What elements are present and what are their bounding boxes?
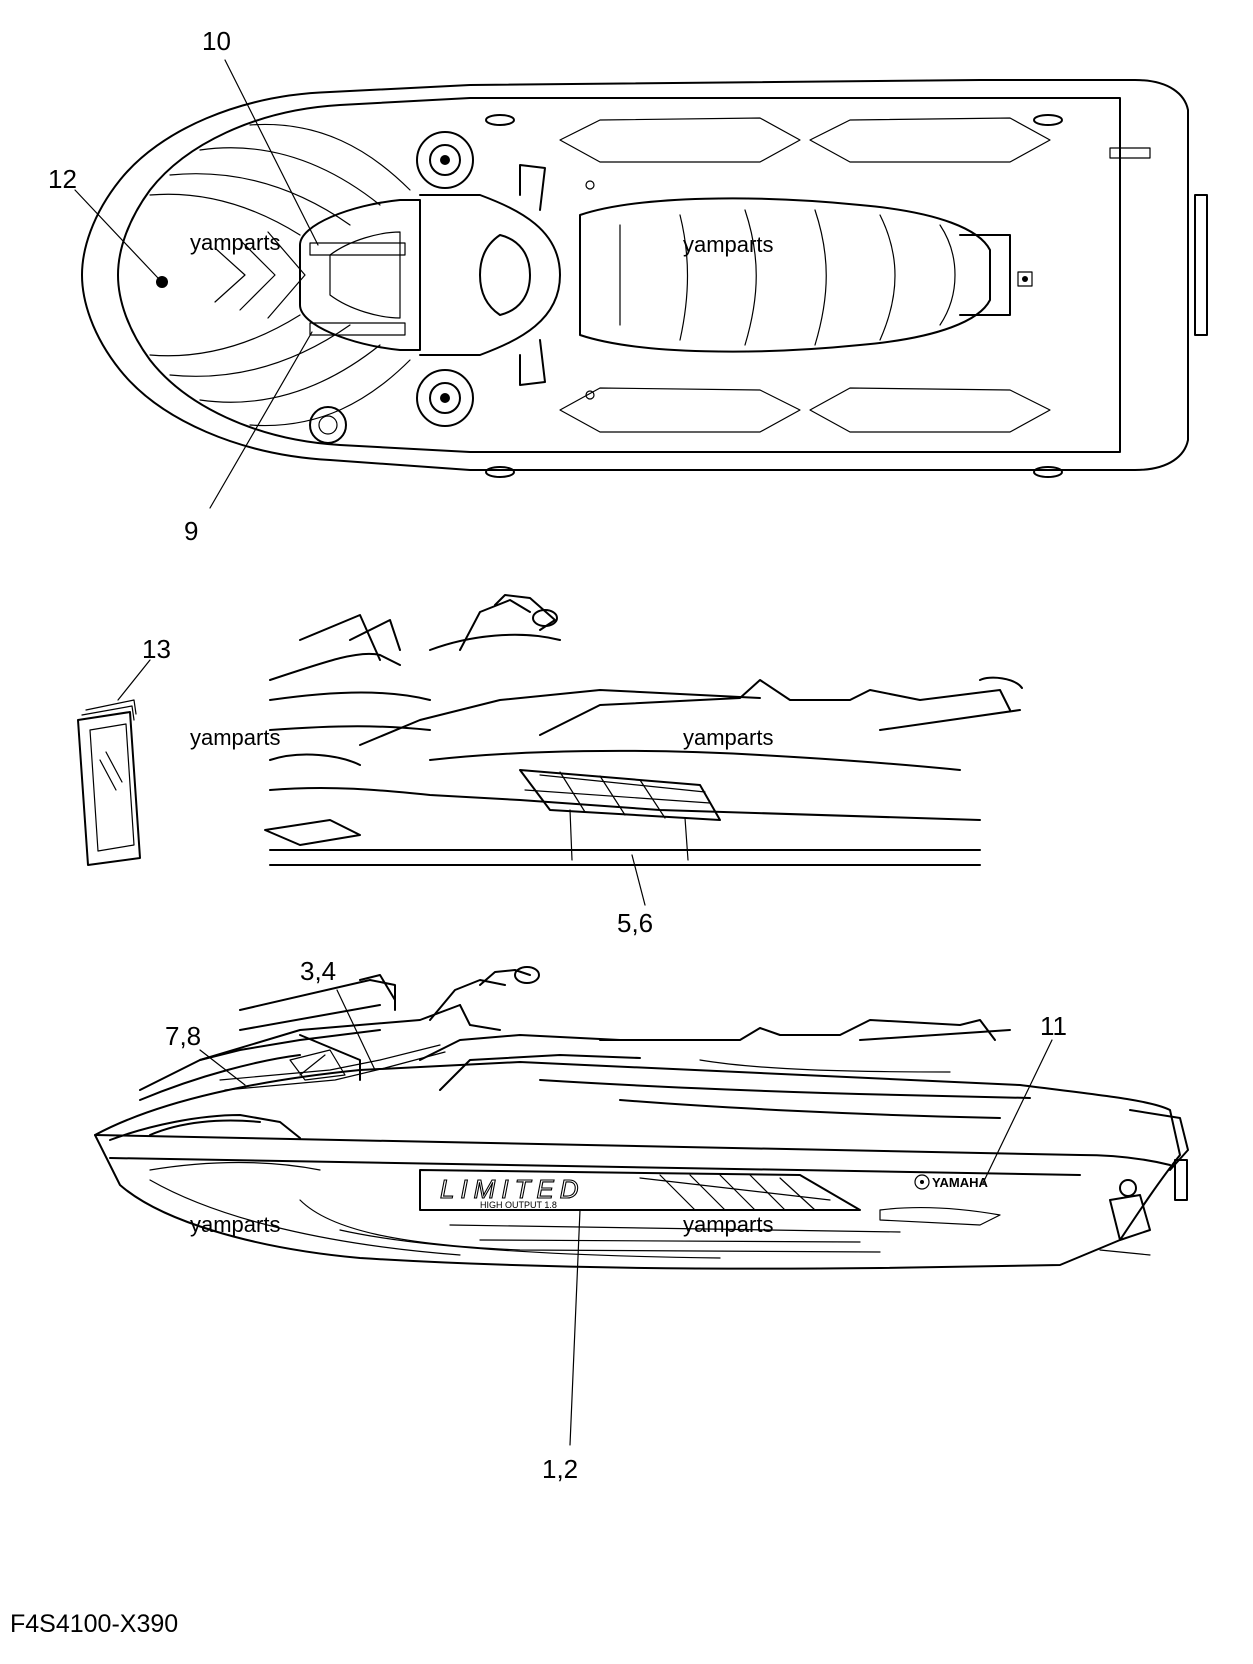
top-view [81, 79, 1208, 478]
top-view-callouts: 10 12 9 [48, 26, 319, 546]
watermark-1: yamparts [190, 230, 280, 255]
decal-sheet-13 [77, 699, 141, 866]
callout-3-4: 3,4 [300, 956, 336, 986]
mirror-pod-bottom [416, 369, 474, 427]
callout-11: 11 [1040, 1011, 1067, 1041]
watermark-4: yamparts [683, 725, 773, 750]
callout-9: 9 [184, 516, 198, 546]
callout-5-6: 5,6 [617, 908, 653, 938]
side-view-full-callouts: 3,4 7,8 11 1,2 [165, 956, 1067, 1484]
callout-13: 13 [142, 634, 171, 664]
limited-decal-text: LIMITED [440, 1174, 585, 1204]
mirror-pod-top [416, 131, 474, 189]
watermark-2: yamparts [683, 232, 773, 257]
callout-7-8: 7,8 [165, 1021, 201, 1051]
side-view-full: LIMITED HIGH OUTPUT 1.8 YAMAHA [94, 966, 1189, 1270]
watermark-5: yamparts [190, 1212, 280, 1237]
side-view-rear-detail: 13 [77, 594, 1023, 938]
callout-10: 10 [202, 26, 231, 56]
checker-decal-5-6 [519, 769, 721, 821]
limited-decal-1-2: LIMITED HIGH OUTPUT 1.8 [419, 1169, 861, 1211]
diagram-code: F4S4100-X390 [10, 1610, 178, 1638]
limited-decal-subtext: HIGH OUTPUT 1.8 [480, 1200, 557, 1210]
watermark-6: yamparts [683, 1212, 773, 1237]
yamaha-badge: YAMAHA [932, 1175, 988, 1190]
watermark-3: yamparts [190, 725, 280, 750]
watermarks: yamparts yamparts yamparts yamparts yamp… [190, 230, 773, 1237]
callout-12: 12 [48, 164, 77, 194]
callout-1-2: 1,2 [542, 1454, 578, 1484]
